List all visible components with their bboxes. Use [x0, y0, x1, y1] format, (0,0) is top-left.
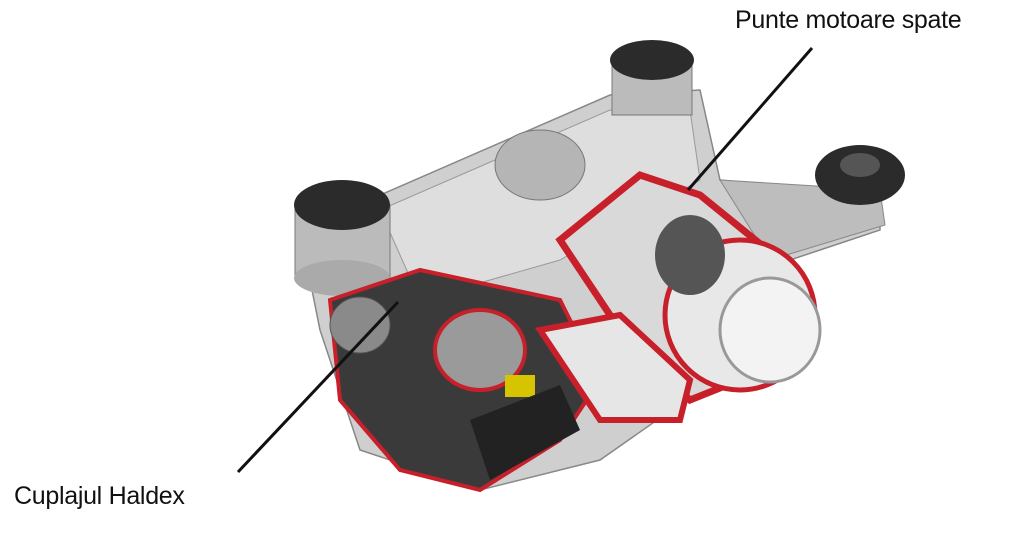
label-haldex-coupling: Cuplajul Haldex — [14, 482, 185, 510]
label-rear-drive-axle: Punte motoare spate — [735, 6, 962, 34]
rubber-mount-left — [294, 180, 391, 296]
rubber-mount-right — [815, 145, 905, 205]
leader-line-rear-axle — [686, 47, 814, 191]
haldex-coupling — [327, 267, 694, 493]
rubber-mount-top — [610, 40, 694, 116]
differential-cutaway — [555, 171, 822, 405]
leader-line-haldex — [236, 300, 400, 474]
